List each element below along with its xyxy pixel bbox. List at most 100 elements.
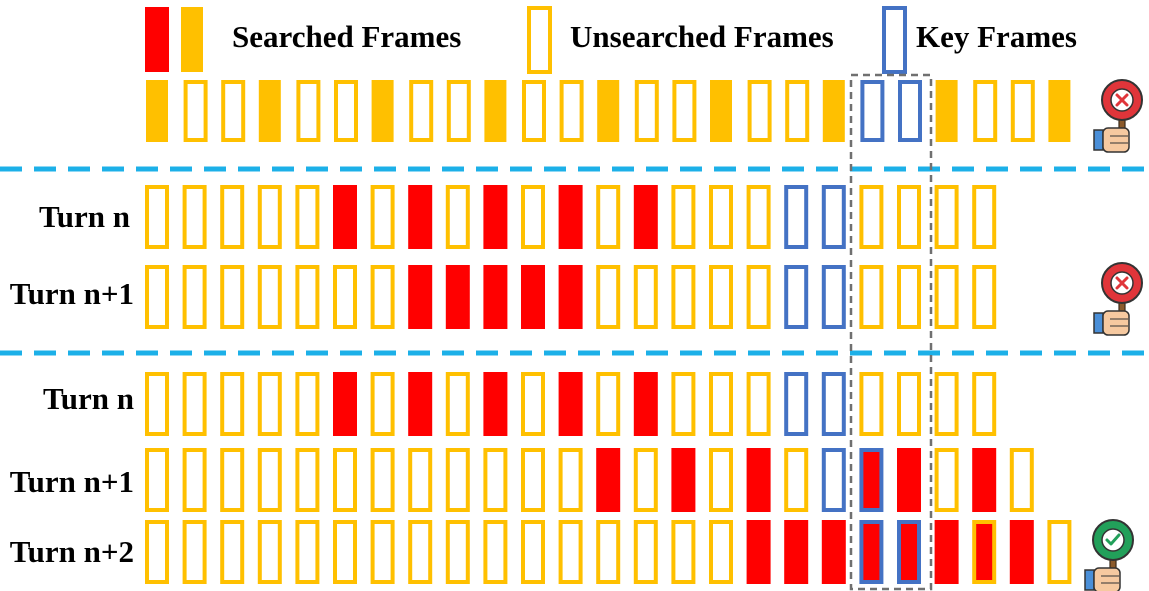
frame-searched [483, 265, 508, 329]
row-label-5: Turn n+2 [9, 534, 134, 569]
frame-unsearched [370, 448, 395, 512]
frame-key [821, 265, 846, 329]
legend-searched-label: Searched Frames [232, 19, 462, 54]
frame-unsearched [145, 185, 169, 249]
frame-unsearched [182, 520, 207, 584]
frame-unsearched [859, 185, 884, 249]
frame-unsearched [596, 265, 621, 329]
frame-unsearched [972, 185, 997, 249]
frame-unsearched [220, 520, 245, 584]
frame-filled [935, 80, 958, 142]
frame-unsearched [221, 80, 246, 142]
frame-unsearched [972, 372, 997, 436]
frame-searched [558, 372, 583, 436]
frame-unsearched [296, 80, 321, 142]
frame-searched [972, 448, 997, 512]
frame-key-searched [859, 448, 884, 512]
row-label-3: Turn n [42, 381, 134, 416]
frame-unsearched [671, 265, 696, 329]
frame-unsearched [934, 448, 959, 512]
frame-unsearched [747, 80, 772, 142]
row-label-4: Turn n+1 [9, 464, 134, 499]
row-label-2: Turn n+1 [9, 276, 134, 311]
frame-unsearched [671, 185, 696, 249]
frame-searched [333, 185, 357, 249]
frame-unsearched [370, 520, 395, 584]
frame-unsearched [257, 185, 282, 249]
legend-searched-swatch [145, 7, 169, 72]
frame-unsearched [596, 185, 621, 249]
frame-unsearched [596, 372, 621, 436]
legend-searched-swatch-alt [181, 7, 203, 72]
frame-unsearched [709, 372, 733, 436]
frame-unsearched [295, 448, 320, 512]
frame-key [784, 372, 809, 436]
frame-unsearched [596, 520, 621, 584]
frame-searched [558, 185, 583, 249]
frame-unsearched [446, 80, 471, 142]
frame-key [821, 372, 846, 436]
reject-sign-icon [1093, 262, 1143, 336]
frame-unsearched [445, 448, 470, 512]
frame-unsearched [973, 80, 998, 142]
reject-sign-icon [1093, 79, 1143, 153]
frame-unsearched [934, 372, 959, 436]
legend-key-label: Key Frames [916, 19, 1077, 54]
frame-filled [710, 80, 732, 142]
frame-unsearched [182, 448, 207, 512]
frame-unsearched [182, 185, 207, 249]
frame-searched [784, 520, 809, 584]
frame-unsearched [409, 80, 434, 142]
frame-unsearched [483, 520, 508, 584]
frame-unsearched [295, 185, 320, 249]
frame-searched [746, 520, 771, 584]
frame-unsearched [633, 448, 658, 512]
frame-searched [746, 448, 771, 512]
frame-unsearched [897, 265, 921, 329]
frame-unsearched [671, 520, 696, 584]
frame-unsearched [522, 80, 546, 142]
frame-unsearched [183, 80, 208, 142]
frame-unsearched [558, 448, 583, 512]
frame-searched [521, 265, 545, 329]
accept-sign-icon [1084, 519, 1134, 591]
frame-searched [1009, 520, 1034, 584]
frame-unsearched [897, 185, 921, 249]
frame-searched [821, 520, 846, 584]
frame-unsearched [295, 265, 320, 329]
frame-unsearched [145, 265, 169, 329]
frame-key [821, 185, 846, 249]
frame-filled [371, 80, 394, 142]
frame-unsearched [182, 265, 207, 329]
frame-filled [258, 80, 281, 142]
frame-searched [671, 448, 696, 512]
frame-unsearched [220, 372, 245, 436]
frame-unsearched [746, 185, 771, 249]
frame-unsearched [333, 520, 357, 584]
frame-unsearched [521, 520, 545, 584]
frame-key-searched [859, 520, 884, 584]
frame-key [860, 80, 885, 142]
frame-unsearched [370, 372, 395, 436]
row-label-1: Turn n [38, 199, 130, 234]
frame-key [898, 80, 922, 142]
frame-unsearched [672, 80, 697, 142]
frame-searched [596, 448, 621, 512]
frame-unsearched [934, 185, 959, 249]
frame-filled [822, 80, 845, 142]
frame-unsearched [408, 448, 433, 512]
frame-searched [633, 372, 658, 436]
frame-unsearched [445, 520, 470, 584]
frame-unsearched [182, 372, 207, 436]
frame-unsearched [445, 185, 470, 249]
frame-searched [408, 265, 433, 329]
frame-unsearched [972, 265, 997, 329]
frame-unsearched [784, 448, 809, 512]
frame-unsearched [1010, 80, 1035, 142]
frame-unsearched [746, 265, 771, 329]
frame-unsearched [145, 372, 169, 436]
frame-searched [408, 372, 433, 436]
frame-unsearched [859, 265, 884, 329]
